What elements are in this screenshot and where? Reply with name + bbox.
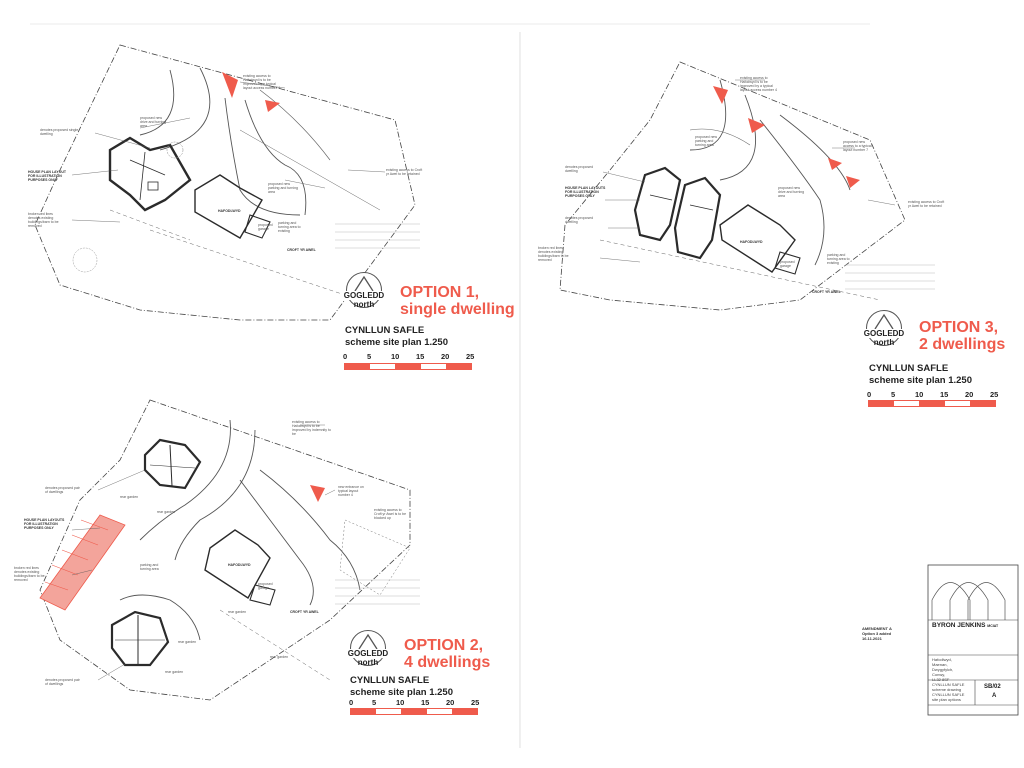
note-rear-garden-d: rear garden xyxy=(178,640,197,644)
scale-tick: 25 xyxy=(990,390,999,399)
site-plan-option-1 xyxy=(34,44,420,321)
note-dwellings-b: denotes proposed pair of dwellings xyxy=(45,678,80,686)
note-parking: proposed new parking and turning area xyxy=(268,182,298,194)
scale-tick: 5 xyxy=(367,352,372,361)
option-title-line1: OPTION 3, xyxy=(919,319,999,336)
note-croft: existing access to Croft yr Awel to be r… xyxy=(908,200,945,208)
firm-name: BYRON JENKINS xyxy=(932,622,986,629)
note-dwelling: denotes proposed single dwelling xyxy=(40,128,79,136)
scale-tick: 20 xyxy=(965,390,974,399)
label-lane: CROFT YR AWEL xyxy=(287,248,316,252)
plan-scale: scheme site plan 1.250 xyxy=(869,375,972,386)
note-dwelling-b: denotes proposed dwelling xyxy=(565,216,594,224)
revision: A xyxy=(992,693,997,699)
note-rear-garden-e: rear garden xyxy=(270,655,289,659)
site-plan-option-2 xyxy=(39,399,420,701)
logo-line1: GOGLEDD xyxy=(860,329,908,338)
site-address: Hafodlwyd, Maenan, Dwygyfylch, Conwy, LL… xyxy=(932,657,954,682)
option-title-line2: 2 dwellings xyxy=(919,336,1006,353)
note-new-access: proposed new access to a typical layout … xyxy=(843,140,872,152)
note-drive: proposed new drive and turning area xyxy=(778,186,805,198)
label-lane: CROFT YR AWEL xyxy=(812,290,841,294)
scale-tick: 25 xyxy=(466,352,475,361)
parking-bays xyxy=(39,514,126,611)
note-croft: existing access to Croft yr Awel is to b… xyxy=(374,508,407,520)
note-access: existing access to Hafodwyd is to be imp… xyxy=(243,74,280,90)
note-layouts: HOUSE PLAN LAYOUTS FOR ILLUSTRATION PURP… xyxy=(24,518,65,530)
scale-tick: 0 xyxy=(349,698,354,707)
scale-tick: 10 xyxy=(391,352,400,361)
plan-scale: scheme site plan 1.250 xyxy=(345,337,448,348)
scale-tick: 25 xyxy=(471,698,480,707)
scale-tick: 15 xyxy=(940,390,949,399)
gogledd-north-logo: GOGLEDD north xyxy=(860,310,908,347)
note-garage-parking: parking and turning area to existing xyxy=(278,221,301,233)
note-drive: proposed new drive and turning area xyxy=(140,116,167,128)
note-parking: proposed new parking and turning area xyxy=(695,135,717,147)
note-rear-garden-f: rear garden xyxy=(165,670,184,674)
option-title-line2: 4 dwellings xyxy=(404,654,491,671)
note-garage: proposed garage xyxy=(780,260,795,268)
note-layouts: HOUSE PLAN LAYOUT FOR ILLUSTRATION PURPO… xyxy=(28,170,66,182)
note-croft: existing access to Croft yr Awel to be r… xyxy=(386,168,423,176)
note-dwellings-a: denotes proposed pair of dwellings xyxy=(45,486,80,494)
plan-scale: scheme site plan 1.250 xyxy=(350,687,453,698)
scale-tick: 15 xyxy=(416,352,425,361)
logo-triangle-icon xyxy=(354,275,374,292)
logo-line2: north xyxy=(873,338,895,347)
note-access: existing access to Hafodwyd is to be imp… xyxy=(292,420,331,436)
note-garage-parking: parking and turning area to existing xyxy=(827,253,850,265)
note-parking: parking and turning area xyxy=(140,563,159,571)
note-garage: proposed garage xyxy=(258,582,273,590)
logo-line1: GOGLEDD xyxy=(340,291,388,300)
amendment-note: AMENDMENT A Option 3 added 16.11.2021 xyxy=(862,626,892,641)
drawing-number: SB/02 xyxy=(984,684,1001,690)
note-garage: proposed garage xyxy=(258,223,273,231)
plan-name: CYNLLUN SAFLE xyxy=(350,675,430,686)
note-rear-garden-b: rear garden xyxy=(157,510,176,514)
option-title-line1: OPTION 1, xyxy=(400,284,480,301)
scale-tick: 5 xyxy=(372,698,377,707)
note-dwelling-a: denotes proposed dwelling xyxy=(565,165,594,173)
scale-tick: 20 xyxy=(446,698,455,707)
scale-tick: 0 xyxy=(343,352,348,361)
firm-suffix: MCIAT xyxy=(987,624,999,628)
logo-triangle-icon xyxy=(874,313,894,330)
architect-logo xyxy=(927,564,1019,716)
label-house: HAFODLWYD xyxy=(740,240,763,244)
gogledd-north-logo: GOGLEDD north xyxy=(340,272,388,309)
option-title-line2: single dwelling xyxy=(400,301,515,318)
plan-name: CYNLLUN SAFLE xyxy=(869,363,949,374)
note-removed: broken red lines denotes existing buildi… xyxy=(28,212,59,228)
label-house: HAFODLWYD xyxy=(228,563,251,567)
note-access: existing access to Hafodwyd is to be imp… xyxy=(740,76,777,92)
note-removed: broken red lines denotes existing buildi… xyxy=(14,566,45,582)
note-rear-garden-a: rear garden xyxy=(120,495,139,499)
label-house: HAFODLWYD xyxy=(218,209,241,213)
note-new-access: new entrance on typical layout number 4 xyxy=(338,485,364,497)
scale-tick: 10 xyxy=(396,698,405,707)
scale-tick: 5 xyxy=(891,390,896,399)
note-layouts: HOUSE PLAN LAYOUTS FOR ILLUSTRATION PURP… xyxy=(565,186,606,198)
logo-triangle-icon xyxy=(358,633,378,650)
drawing-title: CYNLLUN SAFLE scheme drawing CYNLLUN SAF… xyxy=(932,682,965,702)
note-rear-garden-c: rear garden xyxy=(228,610,247,614)
plan-name: CYNLLUN SAFLE xyxy=(345,325,425,336)
scale-tick: 10 xyxy=(915,390,924,399)
label-lane: CROFT YR AWEL xyxy=(290,610,319,614)
scale-tick: 20 xyxy=(441,352,450,361)
site-plan-option-3 xyxy=(559,61,935,311)
note-removed: broken red lines denotes existing buildi… xyxy=(538,246,569,262)
logo-line2: north xyxy=(353,300,375,309)
logo-line1: GOGLEDD xyxy=(344,649,392,658)
scale-tick: 0 xyxy=(867,390,872,399)
option-title-line1: OPTION 2, xyxy=(404,637,484,654)
gogledd-north-logo: GOGLEDD north xyxy=(344,630,392,667)
logo-line2: north xyxy=(357,658,379,667)
scale-tick: 15 xyxy=(421,698,430,707)
